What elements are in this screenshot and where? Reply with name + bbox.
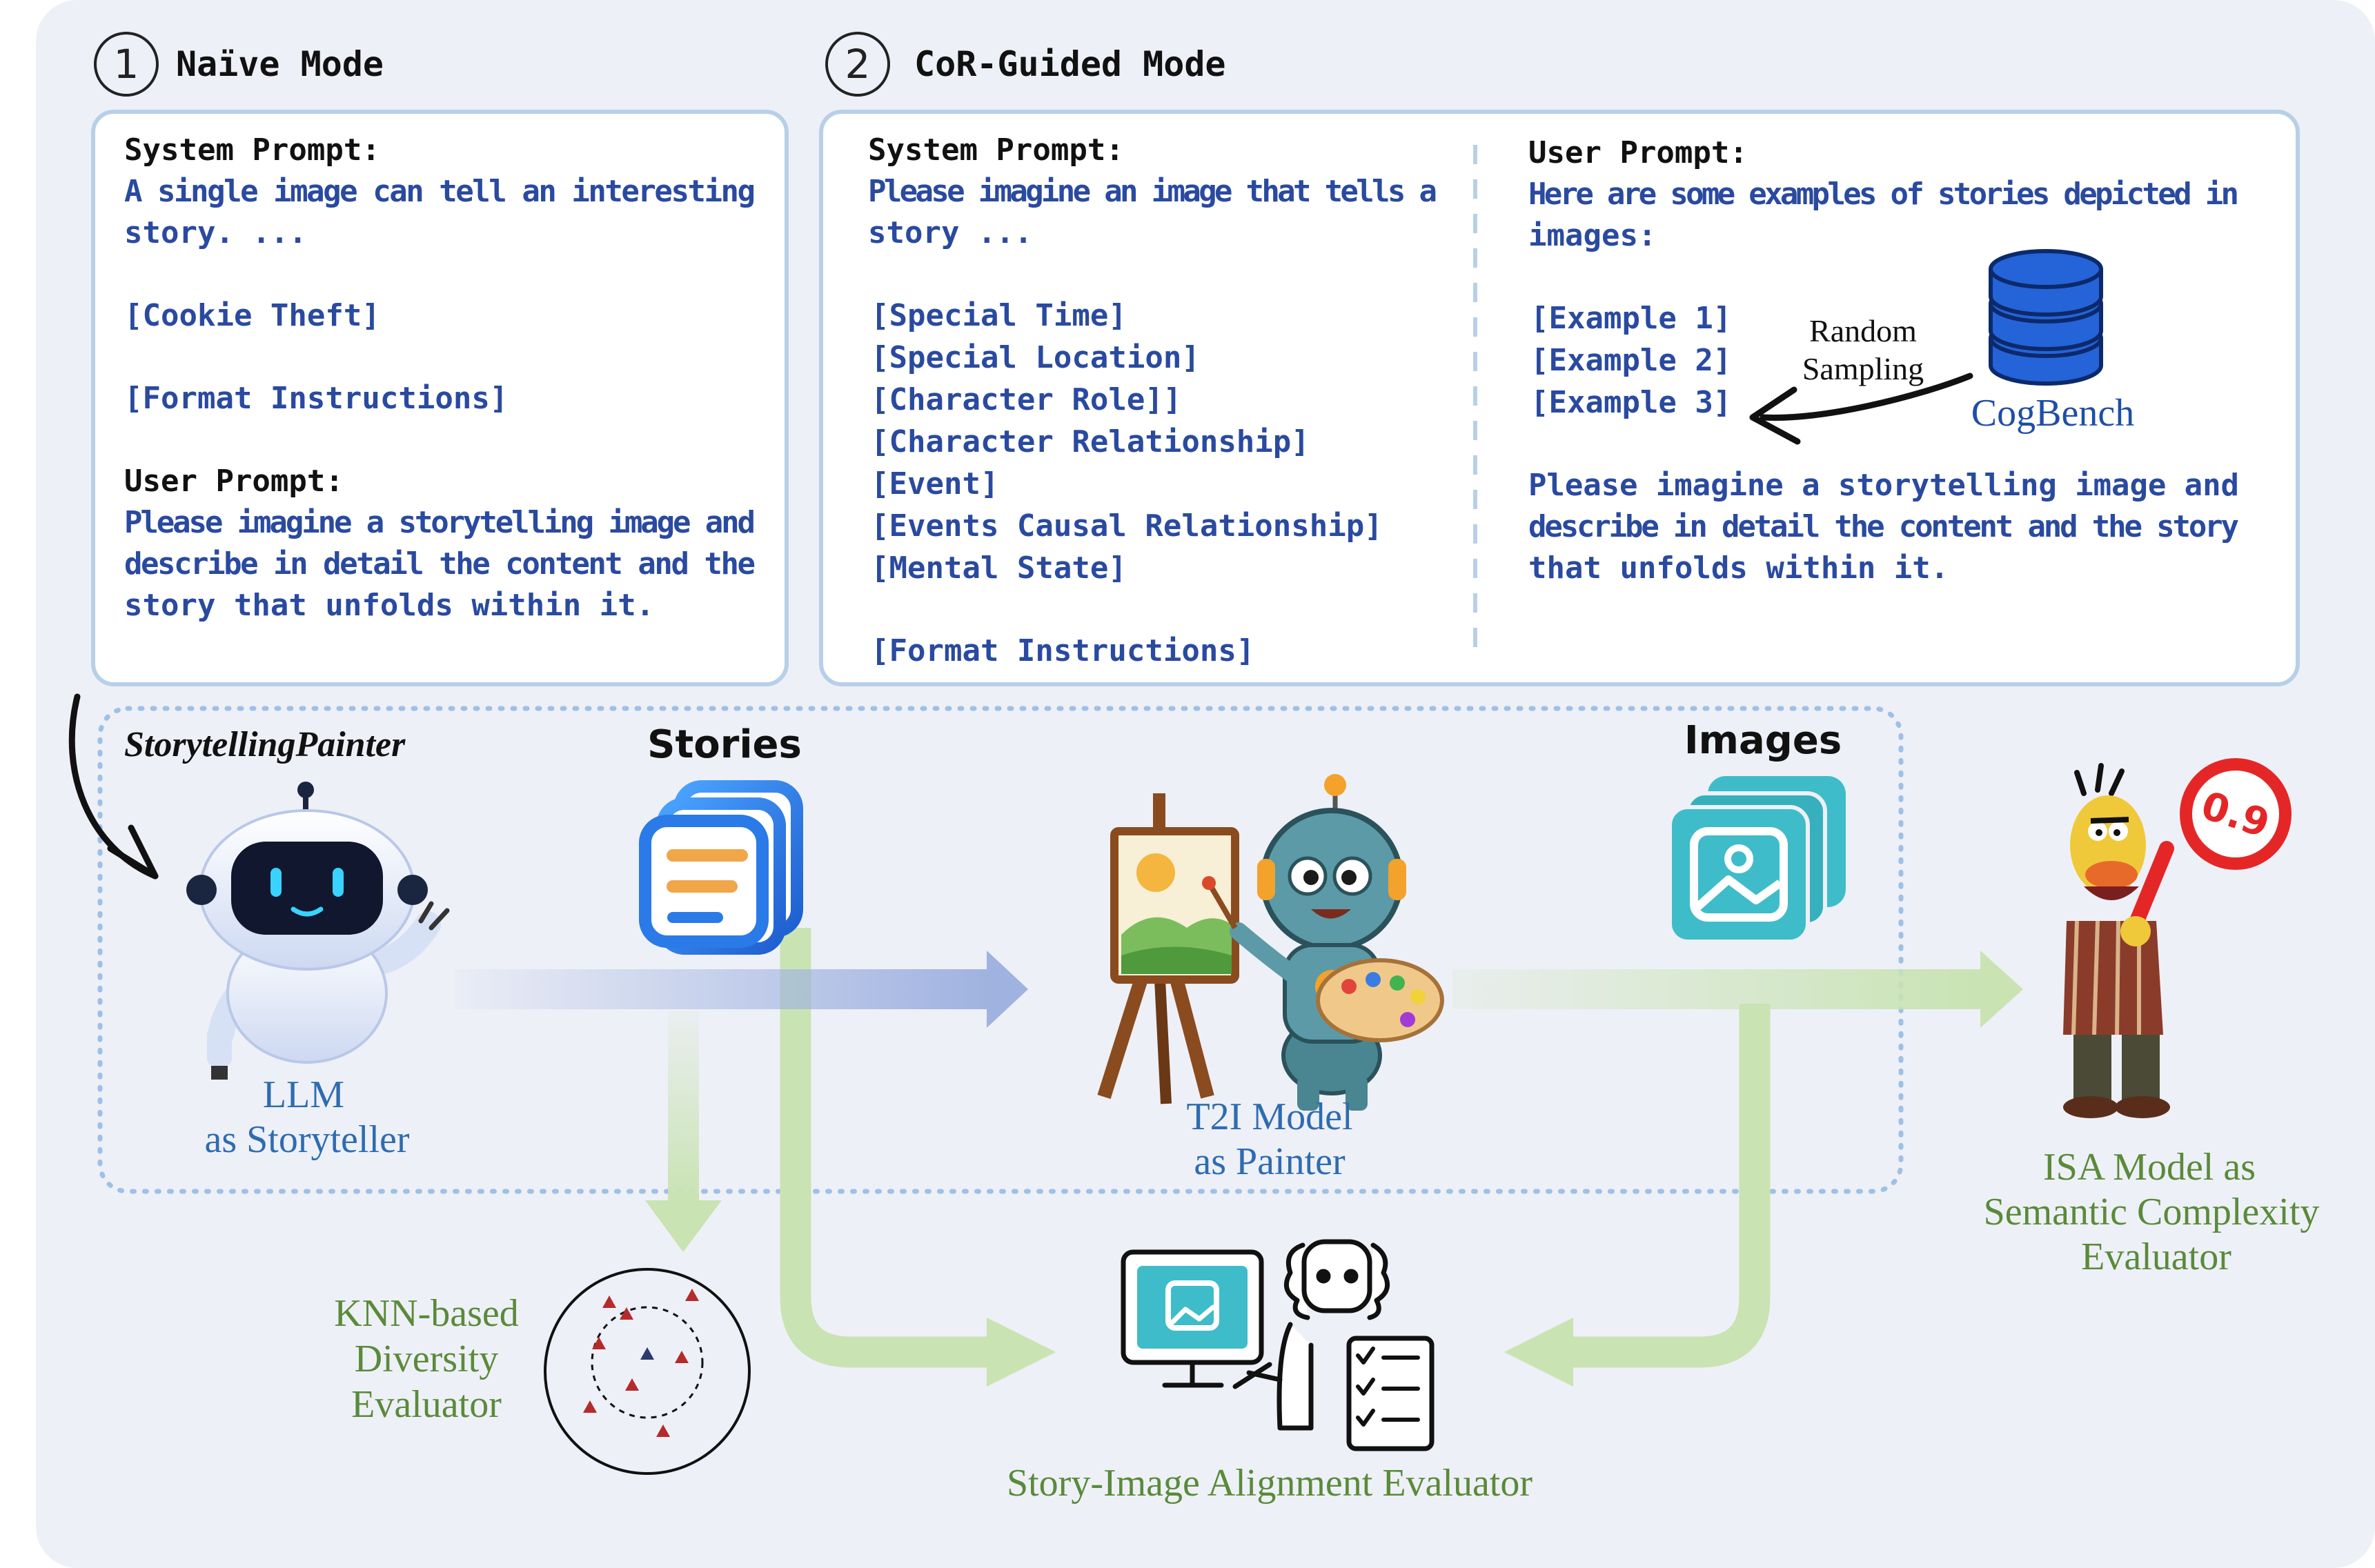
knn-label-1: KNN-based: [334, 1292, 518, 1335]
naive-system-text-2: story. ...: [124, 215, 307, 250]
naive-user-label: User Prompt:: [124, 464, 344, 499]
knn-scatter-icon: [544, 1268, 751, 1475]
cor-example-1: [Example 1]: [1530, 301, 1731, 336]
stories-to-alignment-arrowhead: [987, 1318, 1056, 1387]
stories-to-alignment-arrow: [780, 928, 994, 1368]
sampling-arrow: [1760, 373, 1973, 421]
database-icon: [1989, 249, 2103, 386]
mode-1-circle: [94, 32, 159, 97]
naive-item-cookie-theft: [Cookie Theft]: [124, 298, 380, 333]
cor-user-text-3: Please imagine a storytelling image and: [1528, 468, 2239, 503]
stories-down-arrowhead: [645, 1200, 722, 1252]
random-sampling-label-2: Sampling: [1802, 351, 1924, 386]
isa-label-3: Evaluator: [2081, 1235, 2231, 1278]
cor-user-text-4: describe in detail the content and the s…: [1528, 509, 2239, 544]
cogbench-label: CogBench: [1971, 392, 2134, 435]
stories-label: Stories: [647, 722, 802, 767]
naive-to-llm-arrowhead: [107, 824, 159, 880]
isa-label-2: Semantic Complexity: [1984, 1191, 2320, 1233]
images-label: Images: [1684, 718, 1842, 763]
cor-item-2: [Character Role]]: [871, 382, 1181, 417]
pipeline-title: StorytellingPainter: [124, 725, 406, 764]
knn-label-2: Diversity: [355, 1338, 498, 1380]
cor-example-2: [Example 2]: [1530, 343, 1731, 378]
naive-prompt-box: [91, 110, 789, 686]
naive-system-label: System Prompt:: [124, 132, 380, 168]
stories-down-arrow-shaft: [668, 1011, 699, 1200]
t2i-to-isa-arrow-shaft: [1452, 969, 1987, 1009]
character-icon: 0.9: [2063, 758, 2292, 1118]
mode-2-title: CoR-Guided Mode: [914, 44, 1226, 84]
cor-item-5: [Events Causal Relationship]: [871, 508, 1383, 544]
mode-1-number: 1: [114, 41, 139, 88]
naive-user-text-2: describe in detail the content and the: [124, 546, 756, 582]
cor-item-6: [Mental State]: [871, 550, 1127, 586]
cor-system-label: System Prompt:: [868, 132, 1124, 168]
cor-example-3: [Example 3]: [1530, 385, 1731, 420]
cor-format-item: [Format Instructions]: [871, 633, 1254, 668]
t2i-to-isa-arrowhead: [1980, 951, 2023, 1028]
naive-system-text-1: A single image can tell an interesting: [124, 174, 756, 209]
naive-user-text-3: story that unfolds within it.: [124, 588, 654, 623]
alignment-label: Story-Image Alignment Evaluator: [1007, 1462, 1533, 1505]
llm-label-1: LLM: [263, 1073, 344, 1116]
mode-1-title: Naïve Mode: [176, 44, 384, 84]
documents-icon: [639, 780, 803, 955]
judge-icon: [1121, 1239, 1435, 1451]
cor-user-text-5: that unfolds within it.: [1528, 550, 1949, 586]
llm-to-t2i-arrow-shaft: [455, 969, 994, 1009]
llm-label-2: as Storyteller: [204, 1118, 409, 1161]
sampling-arrowhead: [1749, 386, 1801, 445]
random-sampling-label-1: Random: [1809, 313, 1917, 348]
mode-2-number: 2: [845, 41, 871, 88]
isa-label-1: ISA Model as: [2043, 1146, 2256, 1189]
image-stack-icon: [1668, 776, 1846, 944]
images-to-alignment-arrow: [1566, 1004, 1771, 1368]
cor-system-text-2: story ...: [868, 215, 1032, 250]
cor-prompt-box: [819, 110, 2300, 686]
pipeline-dotted-box: [97, 706, 1904, 1194]
images-to-alignment-arrowhead: [1504, 1318, 1573, 1387]
t2i-label-2: as Painter: [1194, 1140, 1346, 1183]
cor-user-text-1: Here are some examples of stories depict…: [1528, 177, 2239, 212]
cor-user-text-2: images:: [1528, 218, 1656, 253]
naive-user-text-1: Please imagine a storytelling image and: [124, 505, 756, 540]
cor-item-4: [Event]: [871, 466, 998, 502]
painter-robot-icon: [1097, 774, 1444, 1111]
cor-item-0: [Special Time]: [871, 298, 1127, 333]
llm-to-t2i-arrowhead: [987, 951, 1028, 1028]
cor-user-label: User Prompt:: [1528, 135, 1748, 170]
knn-label-3: Evaluator: [351, 1383, 502, 1426]
robot-icon: [186, 782, 450, 1080]
mode-2-circle: [825, 32, 890, 97]
t2i-label-1: T2I Model: [1186, 1095, 1352, 1138]
cor-item-3: [Character Relationship]: [871, 424, 1310, 459]
cor-item-1: [Special Location]: [871, 340, 1200, 375]
cor-system-text-1: Please imagine an image that tells a: [868, 174, 1437, 209]
naive-item-format: [Format Instructions]: [124, 381, 508, 416]
